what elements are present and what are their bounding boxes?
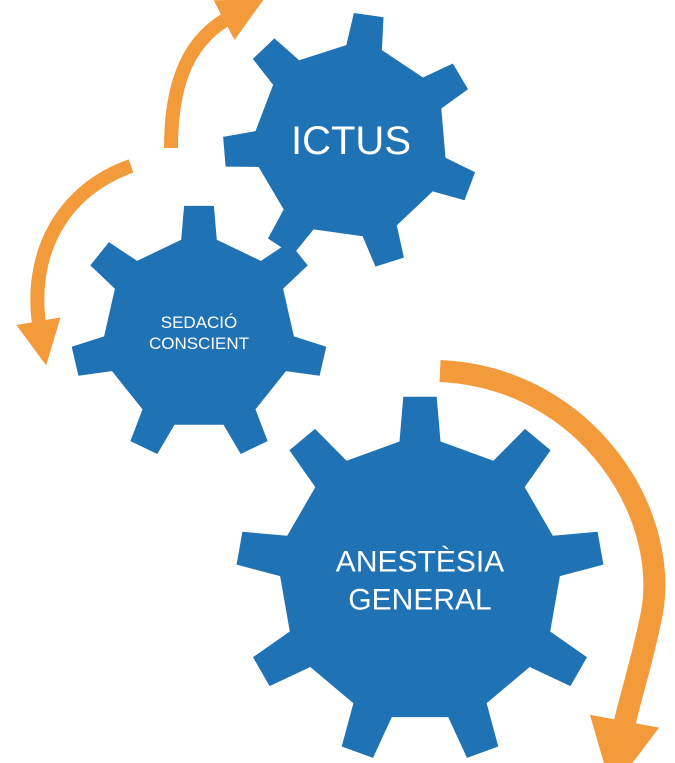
left-cycle-arrow: [16, 159, 134, 366]
anestesia-gear: [236, 396, 604, 758]
anestesia-label-line1: ANESTÈSIA: [335, 545, 505, 579]
anestesia-gear-label: ANESTÈSIA GENERAL: [336, 544, 504, 621]
sedacio-label-line2: CONSCIENT: [148, 334, 250, 353]
arrows-layer: [16, 0, 666, 763]
gears-layer: [71, 13, 604, 758]
anestesia-label-line2: GENERAL: [348, 584, 492, 617]
top-cycle-arrow: [164, 0, 264, 149]
sedacio-label-line1: SEDACIÓ: [160, 312, 238, 332]
sedacio-gear-label: SEDACIÓ CONSCIENT: [149, 312, 249, 355]
sedacio-gear: [71, 205, 327, 454]
ictus-gear: [223, 13, 476, 267]
ictus-label-text: ICTUS: [291, 119, 411, 163]
right-sweeping-arrow: [439, 360, 666, 763]
ictus-gear-label: ICTUS: [291, 121, 411, 161]
